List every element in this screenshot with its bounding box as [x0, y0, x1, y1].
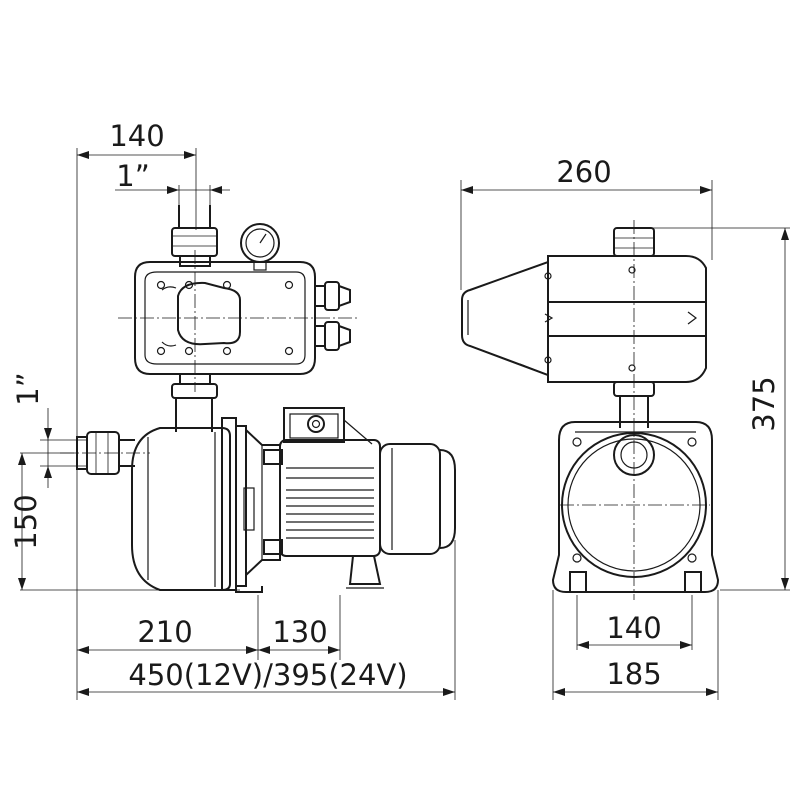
pump-foot [235, 586, 263, 593]
cooling-fins [286, 467, 374, 539]
dim-inlet-height: 150 [9, 494, 43, 549]
dim-side-port: 1” [11, 372, 45, 405]
side-view [461, 220, 720, 600]
side-controller-body [544, 255, 707, 383]
inlet-pipe [60, 431, 150, 475]
side-dimensions: 260 375 140 185 [460, 155, 790, 700]
dim-base-width: 140 [606, 611, 661, 645]
cable-glands [314, 281, 351, 351]
dim-body-length: 210 [137, 615, 192, 649]
box-screws [156, 280, 294, 356]
motor-foot [346, 555, 384, 589]
dim-side-width: 260 [556, 155, 611, 189]
electric-motor [279, 407, 456, 557]
pressure-controller-box [118, 250, 360, 392]
pump-housing [131, 417, 255, 591]
front-view [60, 205, 456, 593]
outlet-pipe [171, 205, 218, 267]
dim-total-length: 450(12V)/395(24V) [128, 658, 407, 692]
side-pump-body [551, 220, 720, 600]
dim-side-height: 375 [747, 376, 781, 431]
connecting-pipe [171, 373, 218, 432]
pressure-gauge [240, 223, 280, 271]
front-dimensions: 140 1” 1” 150 210 130 450(12V)/395(24V) [9, 119, 456, 700]
dim-overall-width: 185 [606, 657, 661, 691]
dim-motor-length: 130 [272, 615, 327, 649]
dim-top-port: 1” [116, 159, 149, 193]
motor-bracket [245, 429, 283, 576]
dim-top-width: 140 [109, 119, 164, 153]
side-controller-cover [461, 260, 552, 377]
